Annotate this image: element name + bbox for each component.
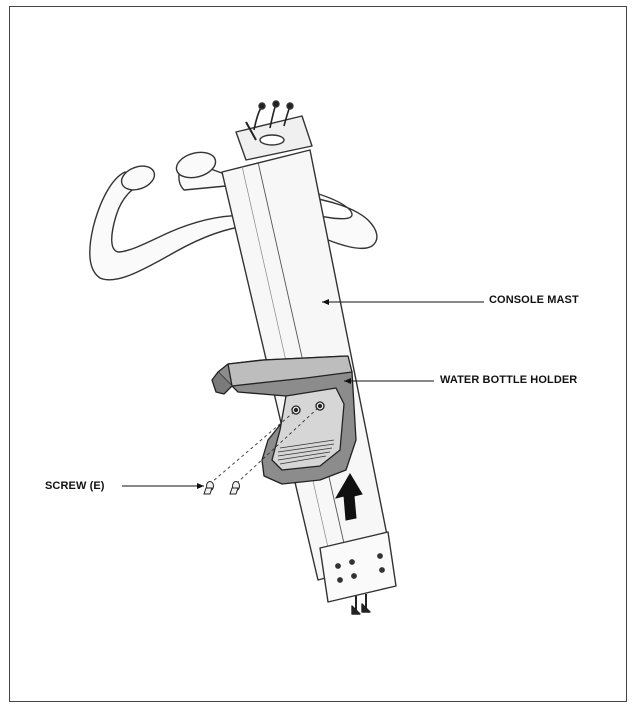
screw-label: SCREW (E) [45, 480, 105, 492]
screw-alignment-lines [211, 407, 319, 483]
console-mast-label: CONSOLE MAST [489, 294, 579, 306]
water-bottle-holder-label: WATER BOTTLE HOLDER [440, 374, 578, 386]
water-bottle-holder-part [211, 355, 357, 485]
screw-e-part [203, 481, 240, 495]
up-arrow-icon [334, 473, 363, 521]
